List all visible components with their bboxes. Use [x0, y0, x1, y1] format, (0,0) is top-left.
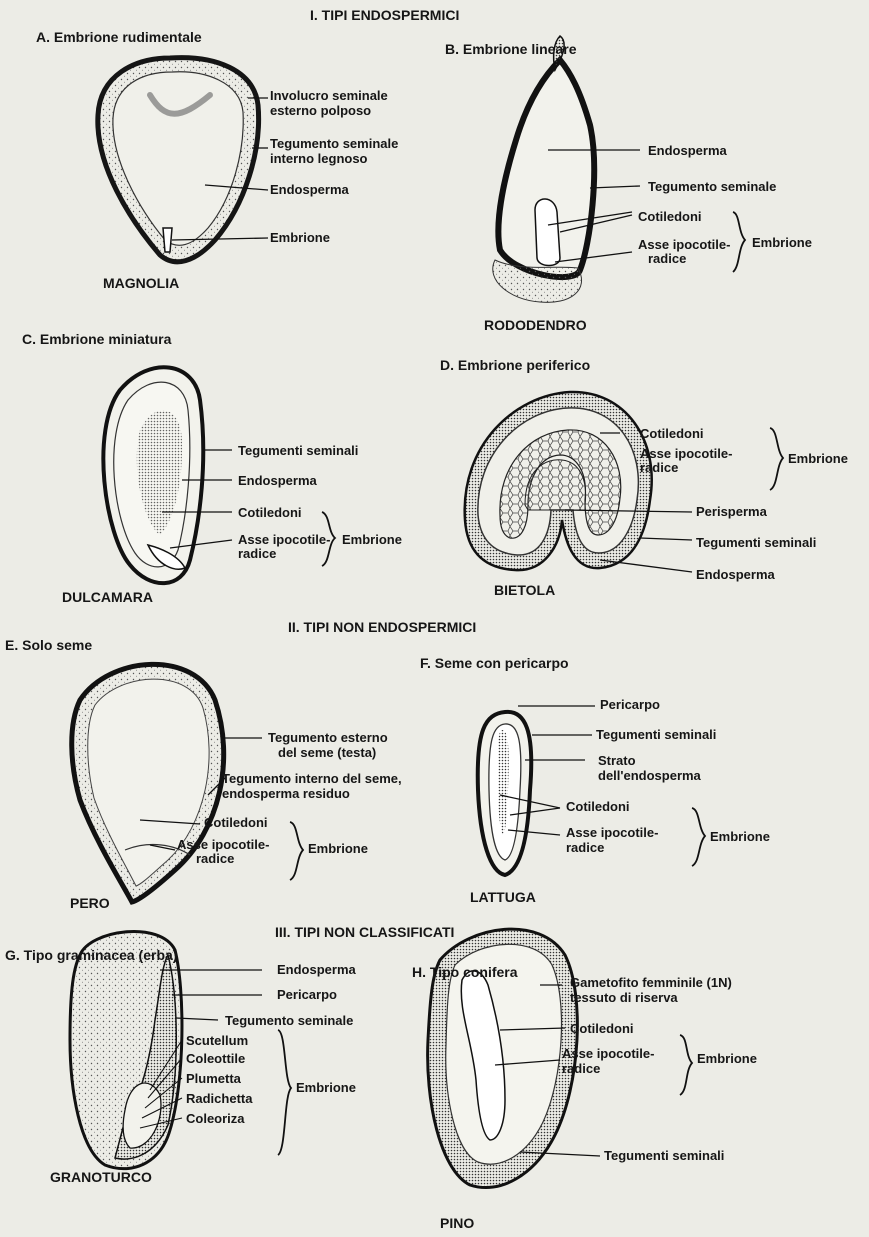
panel-d-label-2: Asse ipocotile- — [640, 447, 732, 461]
panel-g-label-1: Endosperma — [277, 963, 356, 977]
panel-c-title: C. Embrione miniatura — [22, 332, 171, 346]
panel-b-title: B. Embrione lineare — [445, 42, 576, 56]
panel-e-plant-name: PERO — [70, 896, 110, 910]
panel-a-label-2: esterno polposo — [270, 104, 371, 118]
panel-c-label-4: Asse ipocotile- — [238, 533, 330, 547]
panel-g-label-8: Coleoriza — [186, 1112, 245, 1126]
panel-b-label-2: Tegumento seminale — [648, 180, 776, 194]
panel-d-plant-name: BIETOLA — [494, 583, 555, 597]
panel-e-label-3: Tegumento interno del seme, — [222, 772, 402, 786]
granoturco-seed-drawing — [70, 931, 291, 1168]
panel-b-label-3: Cotiledoni — [638, 210, 702, 224]
panel-f-label-7: radice — [566, 841, 604, 855]
magnolia-seed-drawing — [98, 58, 268, 262]
panel-h-title: H. Tipo conifera — [412, 965, 518, 979]
panel-f-label-5: Cotiledoni — [566, 800, 630, 814]
panel-b-label-4: Asse ipocotile- — [638, 238, 730, 252]
panel-d-label-3: radice — [640, 461, 678, 475]
panel-a-label-6: Embrione — [270, 231, 330, 245]
panel-e-label-7: radice — [196, 852, 234, 866]
panel-h-label-1: Gametofito femminile (1N) — [570, 976, 732, 990]
panel-b-label-5: radice — [648, 252, 686, 266]
panel-a-label-3: Tegumento seminale — [270, 137, 398, 151]
panel-f-label-6: Asse ipocotile- — [566, 826, 658, 840]
panel-f-label-1: Pericarpo — [600, 698, 660, 712]
panel-e-label-2: del seme (testa) — [278, 746, 376, 760]
panel-h-label-7: Tegumenti seminali — [604, 1149, 724, 1163]
panel-f-label-3: Strato — [598, 754, 636, 768]
panel-a-title: A. Embrione rudimentale — [36, 30, 202, 44]
panel-h-label-2: tessuto di riserva — [570, 991, 678, 1005]
panel-b-label-6: Embrione — [752, 236, 812, 250]
panel-b-label-1: Endosperma — [648, 144, 727, 158]
panel-e-label-4: endosperma residuo — [222, 787, 350, 801]
panel-e-label-1: Tegumento esterno — [268, 731, 388, 745]
panel-d-title: D. Embrione periferico — [440, 358, 590, 372]
panel-g-label-5: Coleottile — [186, 1052, 245, 1066]
panel-a-label-1: Involucro seminale — [270, 89, 388, 103]
panel-d-label-5: Perisperma — [696, 505, 767, 519]
panel-h-plant-name: PINO — [440, 1216, 474, 1230]
panel-g-label-4: Scutellum — [186, 1034, 248, 1048]
panel-g-label-3: Tegumento seminale — [225, 1014, 353, 1028]
panel-d-label-1: Cotiledoni — [640, 427, 704, 441]
panel-f-label-8: Embrione — [710, 830, 770, 844]
panel-g-title: G. Tipo graminacea (erba) — [5, 948, 177, 962]
rododendro-seed-drawing — [493, 36, 745, 302]
panel-d-label-7: Endosperma — [696, 568, 775, 582]
panel-h-label-5: radice — [562, 1062, 600, 1076]
panel-h-label-6: Embrione — [697, 1052, 757, 1066]
panel-c-label-5: radice — [238, 547, 276, 561]
panel-f-plant-name: LATTUGA — [470, 890, 536, 904]
panel-c-plant-name: DULCAMARA — [62, 590, 153, 604]
panel-c-label-6: Embrione — [342, 533, 402, 547]
panel-f-title: F. Seme con pericarpo — [420, 656, 569, 670]
panel-d-label-6: Tegumenti seminali — [696, 536, 816, 550]
panel-d-label-4: Embrione — [788, 452, 848, 466]
panel-c-label-1: Tegumenti seminali — [238, 444, 358, 458]
panel-c-label-2: Endosperma — [238, 474, 317, 488]
panel-b-plant-name: RODODENDRO — [484, 318, 587, 332]
panel-g-label-7: Radichetta — [186, 1092, 252, 1106]
panel-c-label-3: Cotiledoni — [238, 506, 302, 520]
panel-f-label-4: dell'endosperma — [598, 769, 701, 783]
panel-a-label-4: interno legnoso — [270, 152, 368, 166]
panel-g-plant-name: GRANOTURCO — [50, 1170, 152, 1184]
panel-e-label-8: Embrione — [308, 842, 368, 856]
panel-h-label-4: Asse ipocotile- — [562, 1047, 654, 1061]
panel-h-label-3: Cotiledoni — [570, 1022, 634, 1036]
panel-f-label-2: Tegumenti seminali — [596, 728, 716, 742]
panel-e-label-6: Asse ipocotile- — [177, 838, 269, 852]
panel-g-label-9: Embrione — [296, 1081, 356, 1095]
section-non-endospermic-heading: II. TIPI NON ENDOSPERMICI — [288, 620, 476, 634]
panel-g-label-2: Pericarpo — [277, 988, 337, 1002]
panel-e-label-5: Cotiledoni — [204, 816, 268, 830]
panel-a-label-5: Endosperma — [270, 183, 349, 197]
section-endospermic-heading: I. TIPI ENDOSPERMICI — [310, 8, 459, 22]
panel-g-label-6: Plumetta — [186, 1072, 241, 1086]
panel-a-plant-name: MAGNOLIA — [103, 276, 179, 290]
panel-e-title: E. Solo seme — [5, 638, 92, 652]
section-unclassified-heading: III. TIPI NON CLASSIFICATI — [275, 925, 454, 939]
